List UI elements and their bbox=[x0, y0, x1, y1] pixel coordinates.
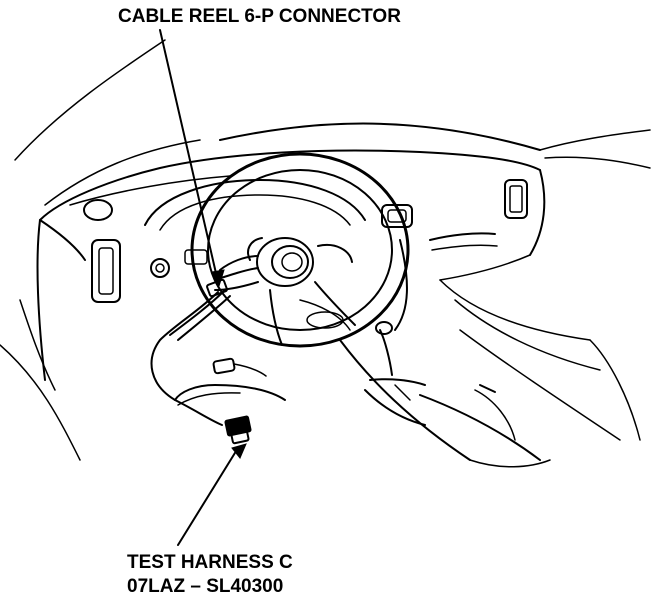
test-harness-part-label: 07LAZ – SL40300 bbox=[127, 576, 284, 597]
test-harness-connector bbox=[224, 415, 252, 445]
dashboard-outline bbox=[36, 149, 546, 381]
center-console bbox=[381, 179, 528, 331]
left-vent bbox=[83, 199, 121, 303]
console-lower bbox=[339, 339, 551, 468]
left-knob bbox=[150, 258, 170, 278]
instrument-cluster bbox=[144, 179, 366, 265]
cable-reel-connector bbox=[206, 278, 228, 298]
leader-lines bbox=[159, 29, 247, 546]
left-door bbox=[0, 299, 81, 461]
steering-column bbox=[214, 255, 259, 291]
harness-cable bbox=[150, 289, 286, 426]
shift-lever bbox=[364, 321, 426, 426]
test-harness-name-label: TEST HARNESS C bbox=[127, 552, 293, 573]
loose-plug bbox=[212, 357, 267, 377]
windshield-lines bbox=[14, 39, 651, 206]
cable-reel-connector-label: CABLE REEL 6-P CONNECTOR bbox=[118, 6, 401, 27]
right-panel bbox=[439, 279, 641, 441]
